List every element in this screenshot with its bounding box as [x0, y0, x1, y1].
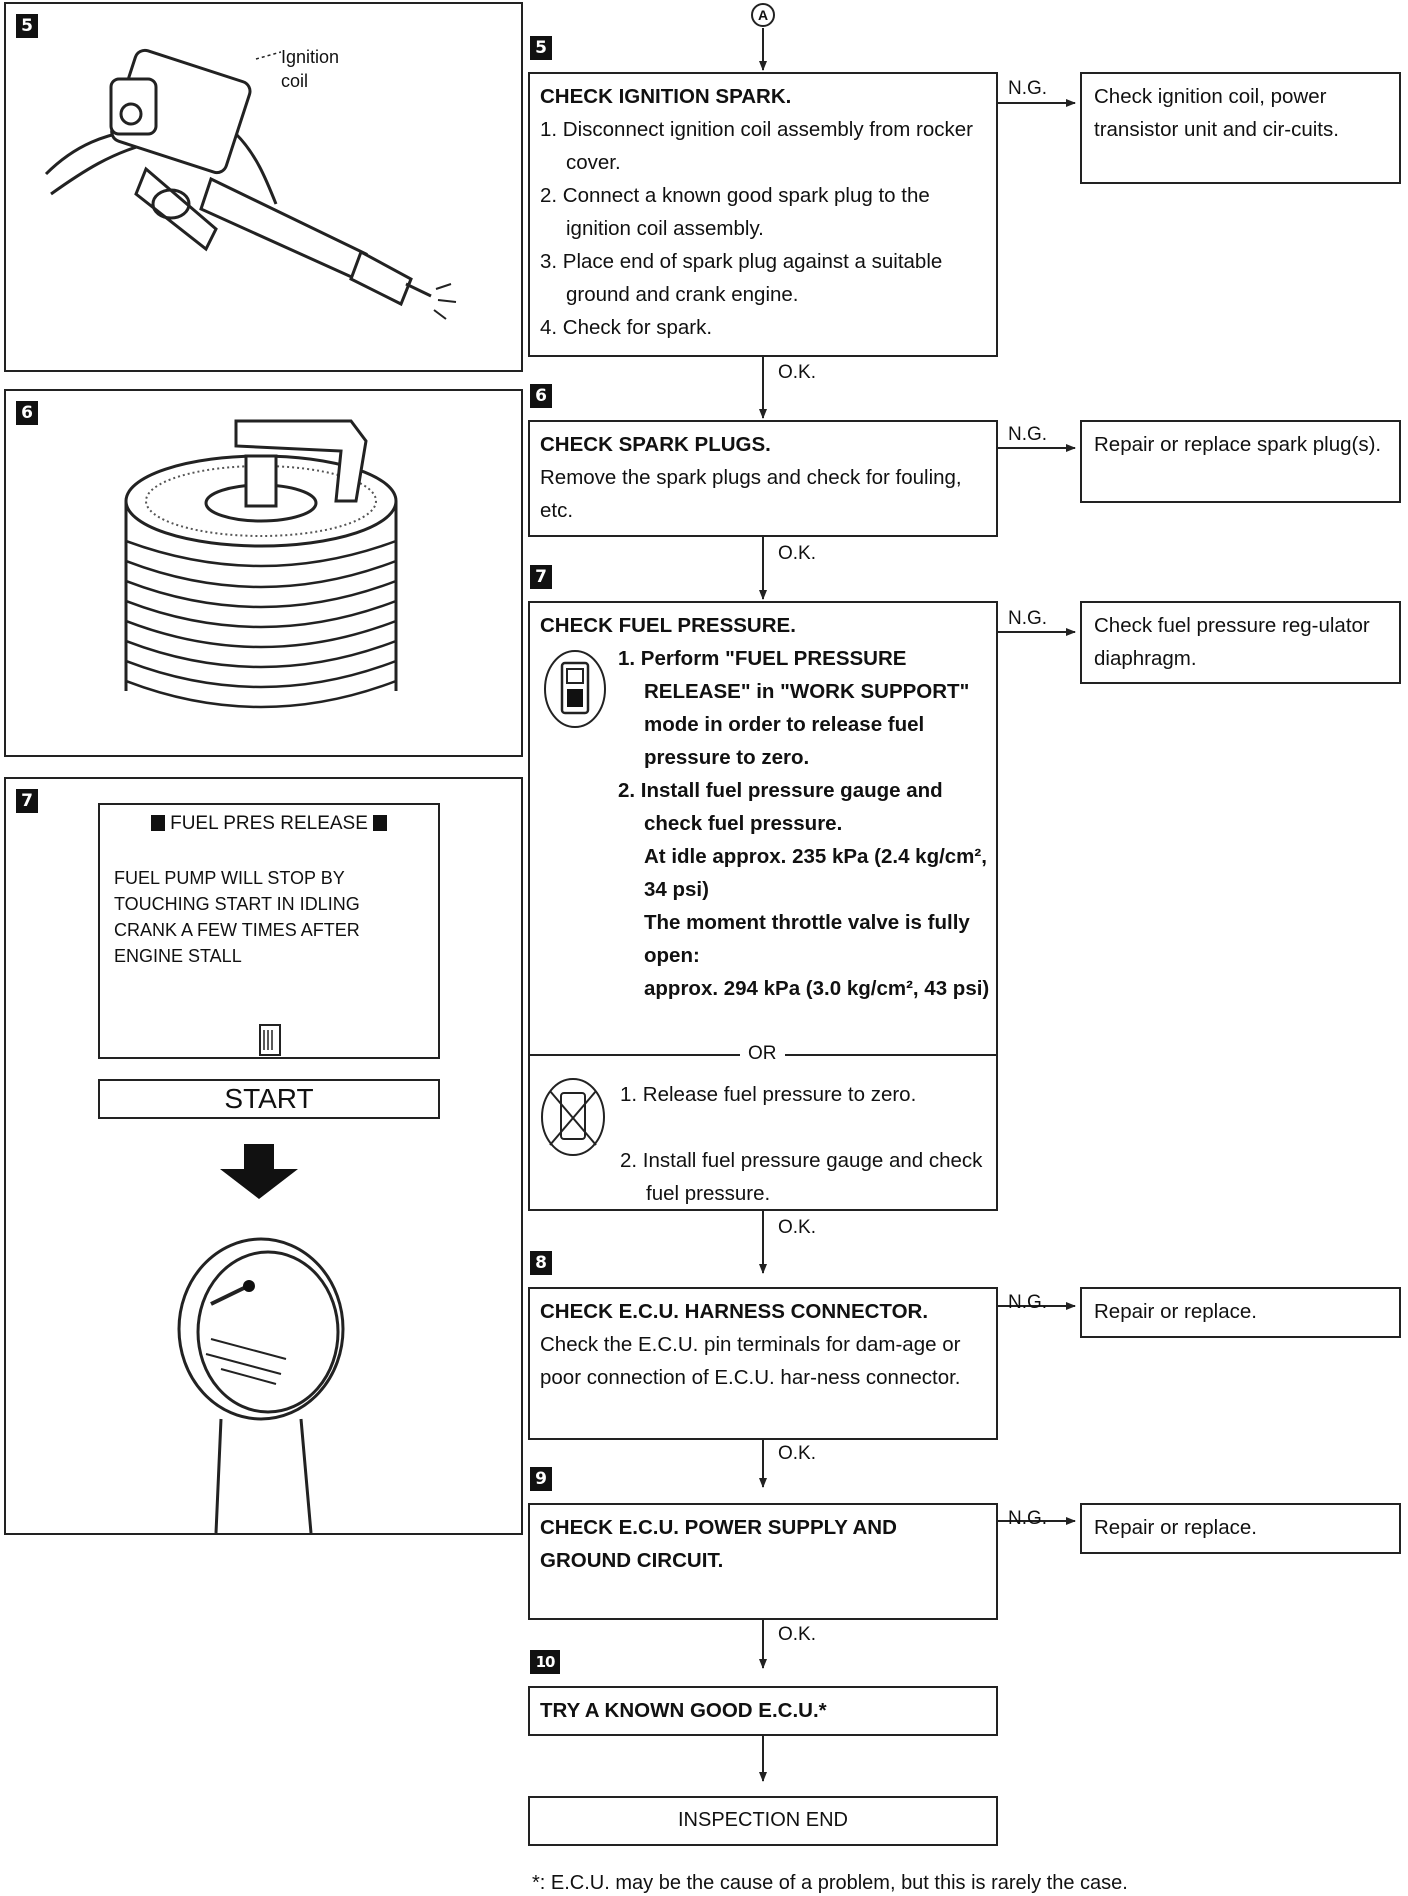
ignition-coil-illustration — [44, 48, 457, 320]
step-7-or-label: OR — [740, 1041, 785, 1067]
screen-line: ENGINE STALL — [114, 946, 242, 966]
footnote: *: E.C.U. may be the cause of a problem,… — [532, 1872, 1128, 1894]
step-9-box: CHECK E.C.U. POWER SUPPLY AND GROUND CIR… — [528, 1503, 998, 1620]
step-10-box: TRY A KNOWN GOOD E.C.U.* — [528, 1686, 998, 1736]
screen-line: TOUCHING START IN IDLING — [114, 894, 360, 914]
step-8-number: 8 — [530, 1251, 552, 1275]
no-tester-icon — [541, 1078, 605, 1156]
figure-6-panel: 6 — [4, 389, 523, 757]
step-8-box: CHECK E.C.U. HARNESS CONNECTOR. Check th… — [528, 1287, 998, 1440]
step-8-ng-label: N.G. — [1008, 1292, 1048, 1313]
step-7-ok-label: O.K. — [778, 1217, 817, 1238]
step-7-b-item: 2. Install fuel pressure gauge and check… — [620, 1149, 983, 1205]
step-7-ng-label: N.G. — [1008, 608, 1048, 629]
step-7-method-b: 1. Release fuel pressure to zero. 2. Ins… — [620, 1078, 992, 1210]
screen-line: CRANK A FEW TIMES AFTER — [114, 920, 360, 940]
step-7-box: CHECK FUEL PRESSURE. 1. Perform "FUEL PR… — [528, 601, 998, 1211]
step-7-spec-line: The moment throttle valve is fully open: — [644, 911, 970, 967]
connector-a: A — [757, 7, 769, 23]
figure-5-panel: 5 Ignition coil — [4, 2, 523, 372]
step-7-ng-result: Check fuel pressure reg-ulator diaphragm… — [1080, 601, 1401, 684]
step-7-b-item: 1. Release fuel pressure to zero. — [620, 1083, 917, 1106]
callout-ignition-coil: Ignition coil — [281, 45, 339, 93]
step-5-ng-label: N.G. — [1008, 78, 1048, 99]
inspection-end-box: INSPECTION END — [528, 1796, 998, 1846]
step-7-number: 7 — [530, 565, 552, 589]
step-9-title: CHECK E.C.U. POWER SUPPLY AND GROUND CIR… — [540, 1516, 897, 1572]
screen-message: FUEL PUMP WILL STOP BY TOUCHING START IN… — [114, 865, 360, 969]
step-8-title: CHECK E.C.U. HARNESS CONNECTOR. — [540, 1300, 929, 1323]
figure-5-number: 5 — [16, 14, 38, 38]
step-9-ng-result: Repair or replace. — [1080, 1503, 1401, 1554]
step-6-title: CHECK SPARK PLUGS. — [540, 433, 771, 456]
step-7-method-a: 1. Perform "FUEL PRESSURE RELEASE" in "W… — [618, 642, 990, 1005]
step-7-spec-line: approx. 294 kPa (3.0 kg/cm², 43 psi) — [644, 977, 990, 1000]
step-8-body: Check the E.C.U. pin terminals for dam-a… — [540, 1333, 961, 1389]
fuel-pressure-gauge-illustration — [177, 1237, 345, 1533]
callout-line: Ignition — [281, 47, 340, 67]
inspection-end-label: INSPECTION END — [677, 1809, 849, 1831]
callout-line: coil — [281, 71, 309, 91]
step-9-number: 9 — [530, 1467, 552, 1491]
step-5-item: 2. Connect a known good spark plug to th… — [540, 184, 930, 240]
screen-title-marker-right — [373, 815, 388, 831]
step-8-ok-label: O.K. — [778, 1443, 817, 1464]
screen-line: FUEL PUMP WILL STOP BY — [114, 868, 345, 888]
step-5-ng-result: Check ignition coil, power transistor un… — [1080, 72, 1401, 184]
step-9-ng-label: N.G. — [1008, 1508, 1048, 1529]
screen-title-marker-left — [150, 815, 165, 831]
step-6-body: Remove the spark plugs and check for fou… — [540, 466, 962, 522]
step-8-ng-result: Repair or replace. — [1080, 1287, 1401, 1338]
step-9-ok-label: O.K. — [778, 1624, 817, 1645]
step-5-item: 3. Place end of spark plug against a sui… — [540, 250, 943, 306]
step-5-item: 4. Check for spark. — [540, 316, 713, 339]
start-button-label: START — [224, 1083, 314, 1114]
step-7-spec-line: At idle approx. 235 kPa (2.4 kg/cm², 34 … — [644, 845, 987, 901]
start-button[interactable]: START — [98, 1079, 440, 1119]
step-5-title: CHECK IGNITION SPARK. — [540, 85, 792, 108]
figure-7-number: 7 — [16, 789, 38, 813]
step-7-a-item: 1. Perform "FUEL PRESSURE RELEASE" in "W… — [618, 647, 970, 769]
step-5-number: 5 — [530, 36, 552, 60]
step-6-number: 6 — [530, 384, 552, 408]
figure-7-panel: 7 FUEL PRES RELEASE FUEL PUMP WILL STOP … — [4, 777, 523, 1535]
step-6-ok-label: O.K. — [778, 543, 817, 564]
consult-screen: FUEL PRES RELEASE FUEL PUMP WILL STOP BY… — [98, 803, 440, 1059]
step-7-title: CHECK FUEL PRESSURE. — [540, 614, 796, 637]
figure-6-number: 6 — [16, 401, 38, 425]
finger-pointer-icon — [259, 1024, 281, 1056]
step-6-box: CHECK SPARK PLUGS. Remove the spark plug… — [528, 420, 998, 537]
down-arrow-icon — [220, 1144, 298, 1199]
consult-tester-icon — [544, 650, 606, 728]
step-7-spec: At idle approx. 235 kPa (2.4 kg/cm², 34 … — [618, 840, 990, 1005]
step-5-box: CHECK IGNITION SPARK. 1. Disconnect igni… — [528, 72, 998, 357]
step-10-number: 10 — [530, 1650, 560, 1674]
step-6-ng-result: Repair or replace spark plug(s). — [1080, 420, 1401, 503]
step-5-ok-label: O.K. — [778, 362, 817, 383]
step-6-ng-label: N.G. — [1008, 424, 1048, 445]
step-5-item: 1. Disconnect ignition coil assembly fro… — [540, 118, 973, 174]
screen-title: FUEL PRES RELEASE — [170, 813, 368, 834]
step-10-title: TRY A KNOWN GOOD E.C.U.* — [540, 1699, 827, 1722]
step-7-a-item: 2. Install fuel pressure gauge and check… — [618, 779, 943, 835]
screen-title-row: FUEL PRES RELEASE — [100, 813, 438, 835]
spark-plug-illustration — [124, 419, 398, 709]
